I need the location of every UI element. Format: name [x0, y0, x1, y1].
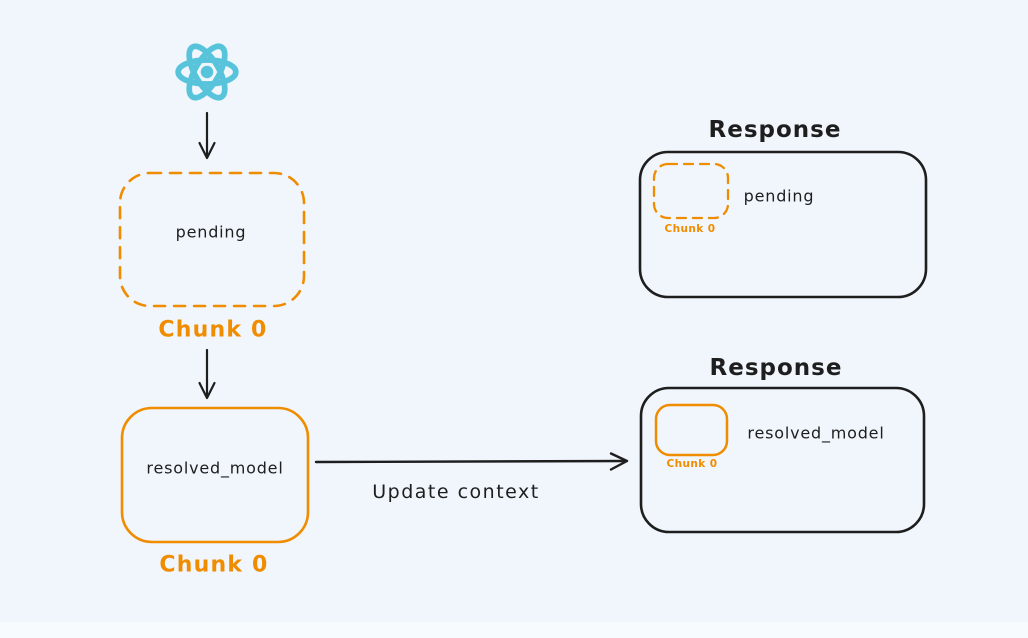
arrow-update-context: [314, 452, 629, 471]
response-pending-chunk-box: [652, 162, 730, 220]
pending-chunk-box: [118, 171, 306, 308]
update-context-caption: Update context: [372, 481, 540, 503]
arrow-pending-to-resolved: [198, 348, 216, 400]
response-pending-state-label: pending: [743, 186, 815, 206]
resolved-box-label: resolved_model: [146, 458, 284, 478]
pending-chunk-caption: Chunk 0: [158, 317, 268, 343]
react-logo-icon: [175, 43, 239, 101]
response-pending-chunk-caption: Chunk 0: [664, 223, 716, 235]
response-box-pending: [638, 150, 928, 299]
pending-box-label: pending: [175, 222, 247, 242]
arrow-react-to-pending: [198, 111, 216, 160]
bottom-strip: [0, 622, 1028, 638]
response-resolved-state-label: resolved_model: [747, 423, 885, 443]
response-box-resolved: [639, 386, 926, 534]
response-title-resolved: Response: [709, 355, 843, 381]
resolved-chunk-caption: Chunk 0: [159, 552, 269, 578]
resolved-chunk-box: [120, 406, 310, 544]
response-title-pending: Response: [708, 117, 842, 143]
response-resolved-chunk-box: [654, 403, 729, 457]
response-resolved-chunk-caption: Chunk 0: [666, 458, 718, 470]
